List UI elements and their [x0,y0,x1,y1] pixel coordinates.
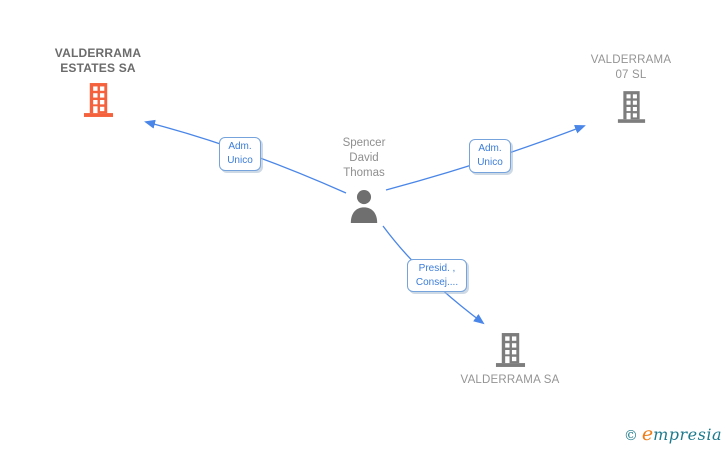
company-name: VALDERRAMA 07 SL [591,53,671,83]
building-icon [495,333,525,367]
node-company-valderrama-sa[interactable]: VALDERRAMA SA [440,333,580,388]
company-name: VALDERRAMA ESTATES SA [55,46,141,76]
edge-label-line2: Unico [477,157,503,168]
brand-initial: e [641,423,654,445]
person-name-line2: David [349,152,379,164]
company-name-line2: ESTATES SA [60,61,136,75]
edge-label-presid-consej: Presid. , Consej.... [407,259,467,292]
edge-label-adm-unico-left: Adm. Unico [219,137,261,171]
edge-label-line2: Consej.... [415,276,459,288]
person-name-line1: Spencer [342,137,386,149]
company-name-line2: 07 SL [615,69,647,81]
edge-label-line2: Unico [227,155,253,166]
brand-text: mpresia [653,425,722,444]
company-name-line1: VALDERRAMA [590,54,672,66]
person-name: Spencer David Thomas [343,136,386,181]
building-icon [83,83,113,117]
edge-label-line1: Adm. [228,141,252,152]
node-company-valderrama-07sl[interactable]: VALDERRAMA 07 SL [561,53,701,124]
building-icon [617,91,645,123]
person-name-line3: Thomas [343,167,385,179]
copyright-icon: © [623,428,638,444]
person-icon [350,190,378,223]
node-company-valderrama-estates[interactable]: VALDERRAMA ESTATES SA [28,46,168,117]
edge-label-line1: Adm. [478,143,502,154]
company-name-line1: VALDERRAMA [54,46,142,60]
edge-label-line1: Presid. , [418,262,456,274]
edge-label-adm-unico-right: Adm. Unico [469,139,511,173]
company-name: VALDERRAMA SA [460,374,560,386]
node-person-spencer-david-thomas[interactable]: Spencer David Thomas [294,136,434,223]
empresia-logo[interactable]: ©empresia [624,423,722,445]
